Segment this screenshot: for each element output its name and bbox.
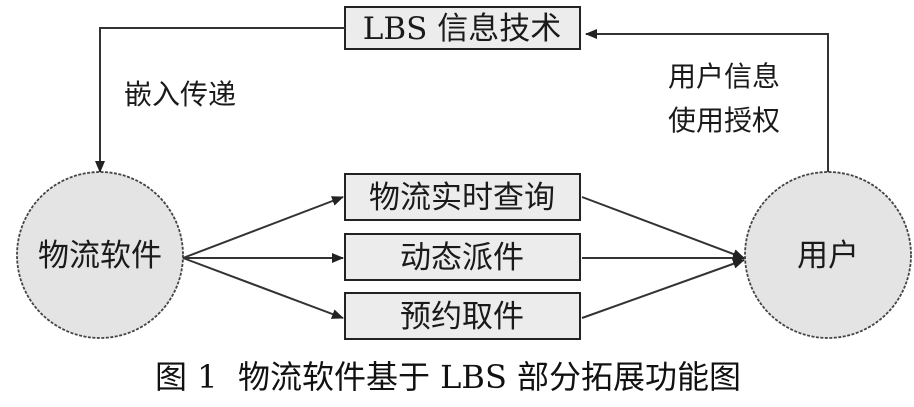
embed-edge — [95, 27, 345, 173]
realtime-query-box: 物流实时查询 — [344, 173, 581, 221]
lbs-tech-box: LBS 信息技术 — [344, 6, 581, 50]
edge-software-to-query — [182, 196, 344, 259]
logistics-software-label: 物流软件 — [38, 238, 162, 274]
user-label: 用户 — [797, 238, 859, 274]
booking-pickup-box: 预约取件 — [344, 292, 581, 340]
logistics-software-node: 物流软件 — [16, 171, 184, 339]
edge-booking-to-user — [581, 259, 745, 319]
auth-edge-label-line1: 用户信息 — [668, 60, 780, 93]
dynamic-dispatch-label: 动态派件 — [400, 240, 524, 276]
user-node: 用户 — [744, 171, 912, 339]
edge-software-to-booking — [182, 257, 344, 319]
auth-edge-label-line2: 使用授权 — [668, 104, 780, 137]
edge-query-to-user — [581, 196, 745, 259]
dynamic-dispatch-box: 动态派件 — [344, 233, 581, 281]
lbs-tech-label: LBS 信息技术 — [363, 11, 561, 47]
auth-edge — [585, 29, 829, 172]
embed-edge-label: 嵌入传递 — [124, 78, 236, 111]
figure-number: 图 1 — [155, 358, 218, 396]
booking-pickup-label: 预约取件 — [400, 299, 524, 335]
figure-title: 物流软件基于 LBS 部分拓展功能图 — [238, 358, 741, 396]
realtime-query-label: 物流实时查询 — [369, 180, 555, 216]
